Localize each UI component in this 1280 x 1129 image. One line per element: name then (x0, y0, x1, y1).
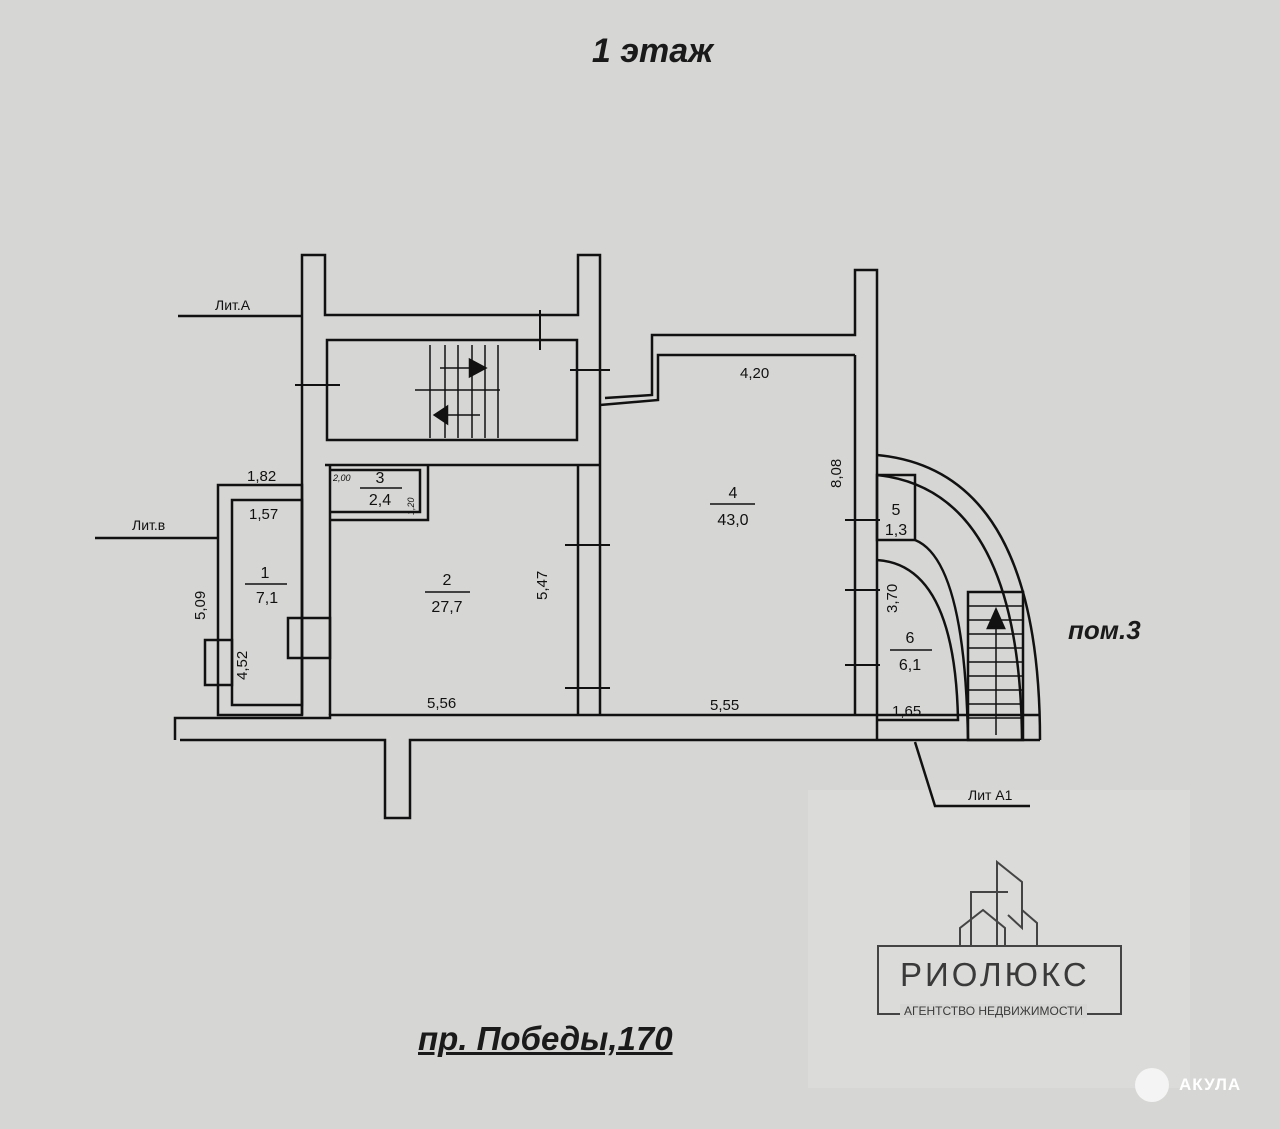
dim-5-56: 5,56 (427, 695, 456, 712)
dim-8-08: 8,08 (828, 459, 845, 488)
walls (95, 253, 1042, 820)
address-label: пр. Победы,170 (418, 1020, 673, 1057)
room-2-number: 2 (443, 572, 452, 589)
dim-5-09: 5,09 (192, 591, 209, 620)
dim-4-20: 4,20 (740, 365, 769, 382)
dim-1-57: 1,57 (249, 506, 278, 523)
room-2-area: 27,7 (431, 599, 462, 616)
dim-5-55: 5,55 (710, 697, 739, 714)
source-label: АКУЛА (1179, 1075, 1242, 1094)
page-title: 1 этаж (591, 32, 714, 70)
dim-2-00: 2,00 (332, 473, 351, 483)
brand-name: РИОЛЮКС (900, 956, 1090, 993)
room-4-area: 43,0 (717, 512, 748, 529)
lit-a-label: Лит.А (215, 297, 251, 313)
lit-a1-label: Лит А1 (968, 787, 1013, 803)
brand-subtitle: АГЕНТСТВО НЕДВИЖИМОСТИ (900, 1004, 1088, 1018)
room-3-area: 2,4 (369, 492, 391, 509)
room-4-number: 4 (729, 485, 738, 502)
room-6-number: 6 (906, 630, 915, 647)
dim-1-20: 1,20 (406, 497, 416, 515)
room-5-area: 1,3 (885, 522, 907, 539)
room-1-number: 1 (261, 565, 270, 582)
dim-1-82: 1,82 (247, 468, 276, 485)
lit-a1-leader (913, 741, 1030, 808)
room-5-number: 5 (892, 502, 901, 519)
dim-4-52: 4,52 (234, 651, 251, 680)
dim-1-65: 1,65 (892, 703, 921, 720)
premises-label: пом.3 (1068, 615, 1141, 645)
lit-v-label: Лит.в (132, 517, 165, 533)
room-1-area: 7,1 (256, 590, 278, 607)
source-watermark: АКУЛА (1135, 1068, 1241, 1102)
watermark-panel (808, 790, 1190, 1088)
shark-logo-icon (1135, 1068, 1169, 1102)
brand-logo-icon (959, 859, 1038, 945)
dim-3-70: 3,70 (884, 584, 901, 613)
dim-5-47: 5,47 (534, 571, 551, 600)
room-6-area: 6,1 (899, 657, 921, 674)
room-3-number: 3 (376, 470, 385, 487)
